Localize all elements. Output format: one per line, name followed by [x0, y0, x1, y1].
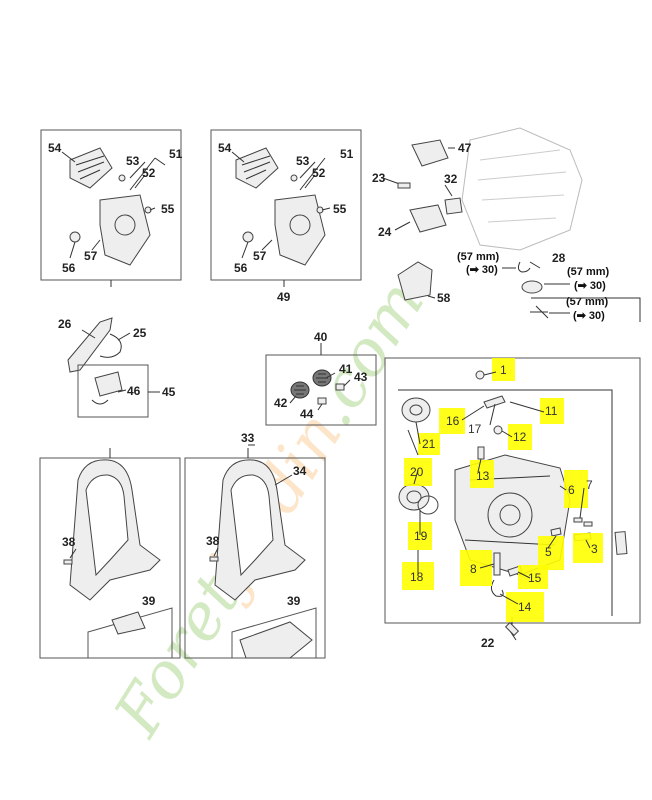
note-3-ref: (➡ 30): [573, 310, 605, 322]
throttle-cover-part: [397, 261, 433, 301]
note-2-mm: (57 mm): [567, 266, 610, 278]
filter-cover-part-b: [235, 147, 279, 189]
callout-1: 1: [500, 363, 507, 377]
callout-55: 55: [161, 202, 175, 216]
highlight-14: [506, 592, 544, 622]
callout-23: 23: [372, 171, 386, 185]
callout-34: 34: [293, 464, 307, 478]
callout-12: 12: [513, 430, 527, 444]
callout-20: 20: [410, 465, 424, 479]
group-a-filter-box: 54 53 52 51 55 56 57: [40, 129, 183, 287]
callout-58: 58: [437, 291, 451, 305]
highlight-16: [439, 408, 465, 434]
lever-part: [67, 317, 113, 373]
callout-49: 49: [277, 290, 291, 304]
callout-44: 44: [300, 407, 314, 421]
callout-51-b: 51: [340, 147, 354, 161]
note-2-ref: (➡ 30): [574, 280, 606, 292]
callout-26: 26: [58, 317, 72, 331]
callout-52: 52: [142, 166, 156, 180]
highlight-3: [573, 533, 603, 563]
callout-17: 17: [468, 422, 482, 436]
callout-32: 32: [444, 172, 458, 186]
callout-57: 57: [84, 249, 98, 263]
callout-53: 53: [126, 154, 140, 168]
highlight-20: [404, 458, 432, 486]
callout-5: 5: [545, 545, 552, 559]
group-d-frame: [77, 364, 149, 418]
callout-55-b: 55: [333, 202, 347, 216]
callout-40: 40: [314, 330, 328, 344]
callout-15: 15: [528, 571, 542, 585]
note-1-ref: (➡ 30): [466, 264, 498, 276]
highlight-13: [470, 460, 494, 488]
callout-43: 43: [354, 370, 368, 384]
callout-53-b: 53: [296, 154, 310, 168]
group-b-frame: [210, 129, 362, 281]
callout-33: 33: [241, 431, 255, 445]
carburetor-part: [411, 139, 449, 167]
group-c-engine-top: 47 23 32 24 58 28 (57 mm) (➡ 30) (57 mm)…: [372, 127, 641, 322]
callout-16: 16: [446, 414, 460, 428]
callout-38-left: 38: [62, 535, 76, 549]
callout-7: 7: [586, 478, 593, 492]
filter-cover-part: [69, 147, 113, 189]
note-3-mm: (57 mm): [566, 296, 609, 308]
highlight-1: [492, 358, 515, 381]
callout-8: 8: [470, 562, 477, 576]
callout-52-b: 52: [312, 166, 326, 180]
callout-24: 24: [378, 225, 392, 239]
callout-57-b: 57: [253, 249, 267, 263]
carburetor-part-lower: [409, 204, 447, 233]
callout-18: 18: [410, 570, 424, 584]
callout-13: 13: [476, 469, 490, 483]
group-f-handles: 33 34 38 38 39 39: [39, 431, 326, 659]
callout-51: 51: [169, 147, 183, 161]
callout-28: 28: [552, 251, 566, 265]
callout-47: 47: [458, 141, 472, 155]
callout-39-left: 39: [142, 594, 156, 608]
callout-41: 41: [339, 362, 353, 376]
highlight-5: [538, 536, 564, 570]
highlight-8: [460, 550, 492, 586]
callout-56: 56: [62, 261, 76, 275]
callout-11: 11: [545, 404, 558, 418]
callout-54-b: 54: [218, 141, 232, 155]
callout-38-right: 38: [206, 534, 220, 548]
callout-56-b: 56: [234, 261, 248, 275]
callout-6: 6: [568, 483, 575, 497]
callout-21: 21: [422, 437, 436, 451]
highlight-15: [518, 565, 548, 589]
callout-19: 19: [414, 529, 428, 543]
callout-45: 45: [162, 385, 176, 399]
group-e-buffers: 40 41 43 42 44: [265, 330, 377, 426]
callout-54: 54: [48, 141, 62, 155]
callout-3: 3: [591, 542, 598, 556]
note-1-mm: (57 mm): [457, 251, 500, 263]
highlight-11: [540, 398, 564, 424]
callout-25: 25: [133, 326, 147, 340]
highlight-21: [418, 433, 440, 455]
group-b-filter-box: 54 53 52 51 55 56 57 49: [210, 129, 362, 304]
callout-46: 46: [127, 384, 141, 398]
callout-14: 14: [518, 600, 532, 614]
callout-42: 42: [274, 396, 288, 410]
group-d-lever: 26 25 46 45: [58, 317, 176, 418]
callout-39-right: 39: [287, 594, 301, 608]
group-g-crankcase: 1 16 17 11 12 21 13 20 6 7 19 5 3 8 15 1…: [384, 357, 641, 650]
callout-22: 22: [481, 636, 495, 650]
